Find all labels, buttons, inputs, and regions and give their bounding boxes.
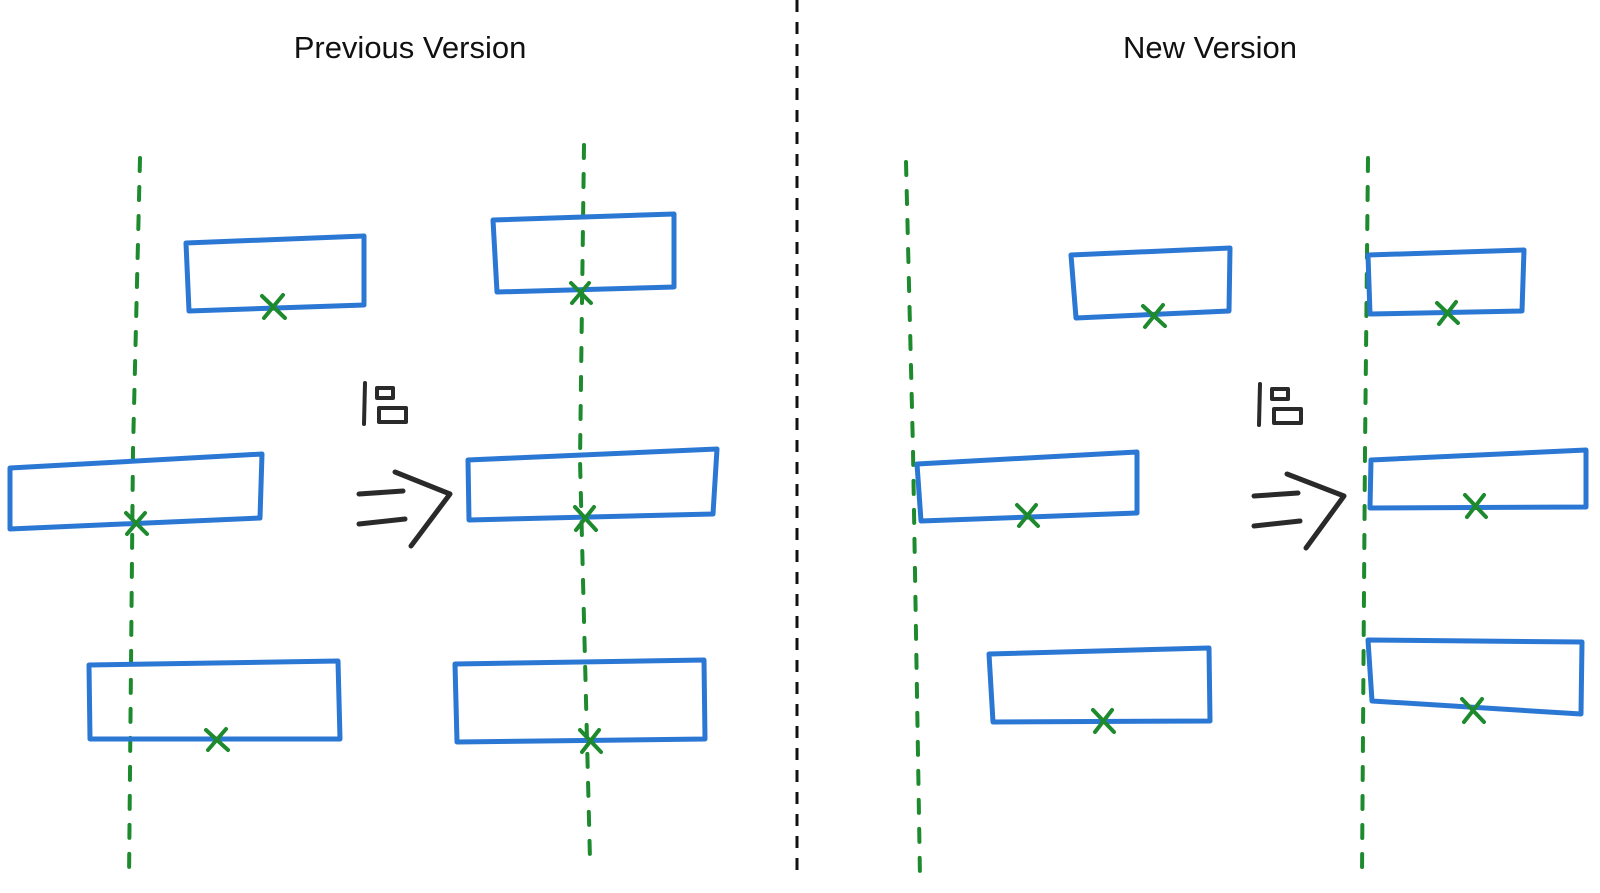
center-marker: [1141, 303, 1167, 329]
shape-box: [1365, 247, 1527, 317]
new-version-title: New Version: [1122, 30, 1298, 65]
previous-version-title: Previous Version: [293, 30, 527, 65]
shape-box: [1365, 637, 1585, 717]
previous-before-group: [7, 156, 367, 882]
center-marker: [1463, 493, 1488, 519]
shape-box: [183, 233, 367, 314]
new-before-group: [904, 160, 1233, 880]
center-marker: [204, 727, 230, 752]
align-left-icon: [362, 381, 408, 426]
center-marker: [260, 293, 287, 320]
center-marker: [1091, 708, 1116, 734]
shape-box: [86, 658, 343, 742]
shape-box: [1068, 245, 1233, 321]
center-marker: [124, 511, 149, 536]
previous-after-group: [452, 143, 720, 862]
shape-box: [1367, 447, 1589, 511]
shape-box: [452, 657, 708, 745]
center-marker: [1015, 503, 1040, 528]
center-marker: [578, 728, 603, 754]
align-left-icon: [1257, 382, 1303, 427]
new-after-group: [1360, 156, 1589, 877]
shape-box: [7, 451, 265, 532]
center-marker: [1435, 300, 1460, 326]
guide-line: [904, 160, 922, 880]
new-transform-symbol: [1251, 382, 1347, 551]
shape-box: [490, 211, 677, 295]
center-marker: [1460, 697, 1486, 724]
shape-box: [465, 446, 720, 523]
shape-box: [914, 449, 1140, 524]
right-arrow-icon: [1251, 471, 1347, 551]
shape-box: [986, 645, 1213, 725]
previous-transform-symbol: [356, 381, 453, 549]
center-marker: [573, 505, 598, 532]
guide-line: [577, 143, 592, 862]
right-arrow-icon: [356, 469, 453, 549]
center-marker: [569, 281, 593, 305]
